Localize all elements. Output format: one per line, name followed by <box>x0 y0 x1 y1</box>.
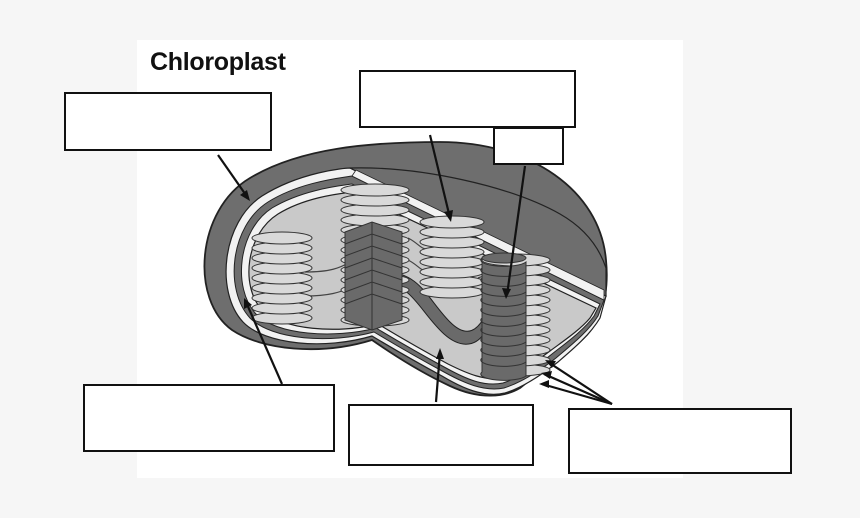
arrowhead-stroma <box>436 348 444 359</box>
granum-center-left <box>340 183 410 331</box>
leader-inner-membrane <box>244 301 284 385</box>
diagram-title: Chloroplast <box>150 48 286 76</box>
arrowhead-granum <box>502 288 511 299</box>
leader-outer-membrane <box>217 154 249 199</box>
arrowhead-outer-membrane <box>240 190 250 201</box>
label-box-stroma[interactable] <box>348 404 534 466</box>
granum-right <box>480 252 551 381</box>
leader-lamellae-2 <box>543 372 613 406</box>
leader-thylakoid <box>428 134 452 219</box>
arrowhead-thylakoid <box>444 210 453 222</box>
arrowhead-lamellae-3 <box>539 380 549 388</box>
label-box-thylakoid[interactable] <box>359 70 576 128</box>
label-box-granum[interactable] <box>493 127 564 165</box>
arrowhead-inner-membrane <box>244 298 252 309</box>
granum-center <box>419 215 485 299</box>
arrowheads <box>240 190 556 388</box>
label-box-lamellae[interactable] <box>568 408 792 474</box>
leader-granum <box>505 165 527 296</box>
arrowhead-lamellae-2 <box>541 371 552 379</box>
arrowhead-lamellae-1 <box>545 360 556 368</box>
leader-lamellae-3 <box>541 382 613 406</box>
label-box-inner-membrane[interactable] <box>83 384 335 452</box>
leader-lamellae-1 <box>547 361 613 405</box>
granum-left <box>251 231 313 325</box>
leader-stroma <box>434 351 442 403</box>
label-box-outer-membrane[interactable] <box>64 92 272 151</box>
leader-lines <box>217 134 613 406</box>
